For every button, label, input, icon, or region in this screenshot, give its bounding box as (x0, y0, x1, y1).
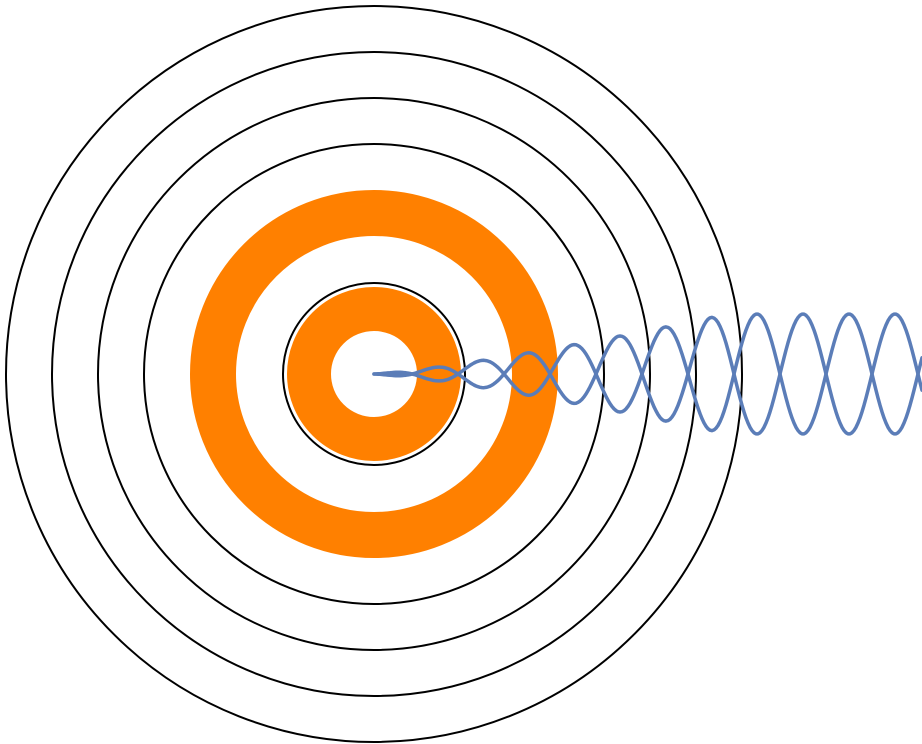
concentric-rings-wave-diagram (0, 0, 922, 744)
